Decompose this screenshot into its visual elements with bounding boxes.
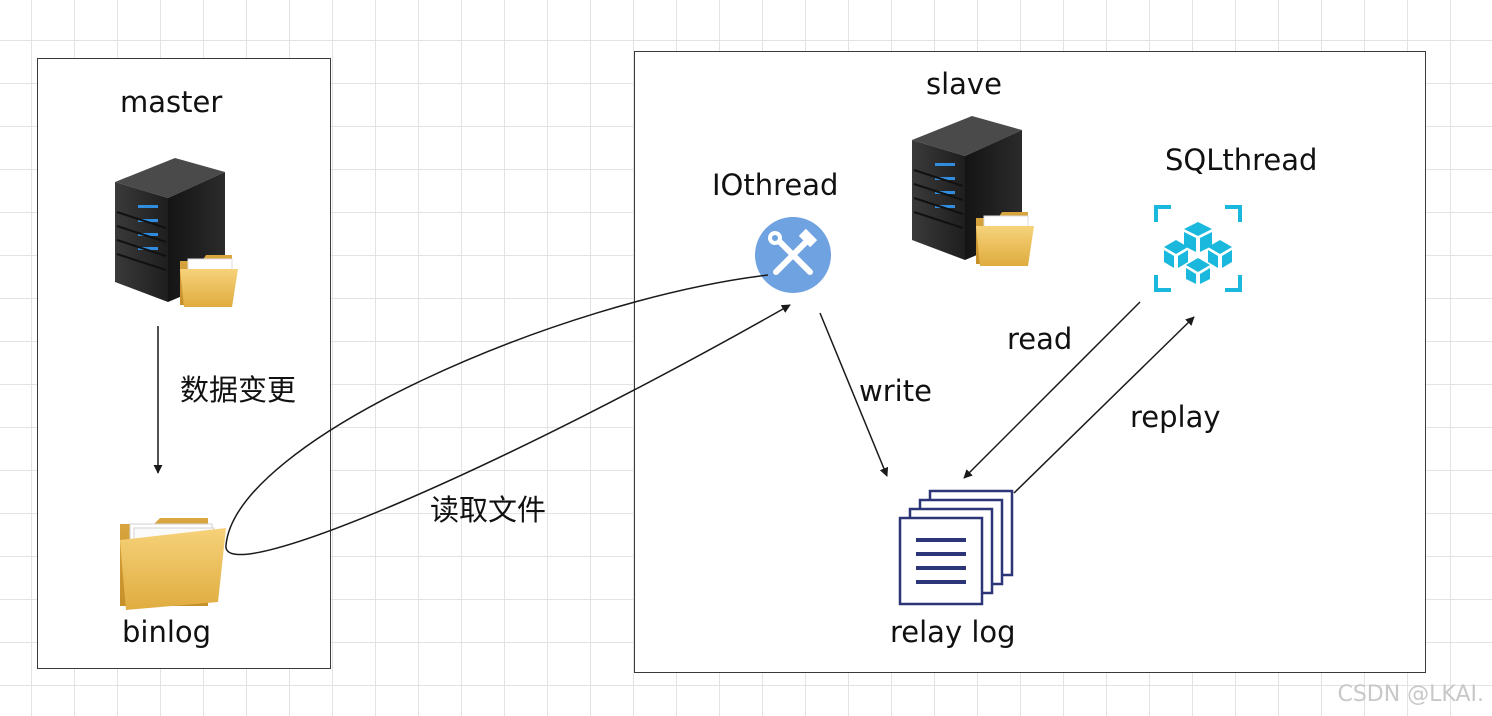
- io-thread-label: IOthread: [712, 168, 839, 202]
- write-arrow: [819, 312, 889, 477]
- read-file-label: 读取文件: [430, 493, 547, 527]
- read-file-arrow: [225, 274, 791, 556]
- master-title: master: [120, 85, 223, 119]
- binlog-label: binlog: [122, 615, 212, 649]
- slave-server-icon: [912, 116, 1034, 266]
- watermark: CSDN @LKAI.: [1337, 682, 1484, 707]
- data-change-label: 数据变更: [180, 373, 297, 407]
- read-label: read: [1007, 322, 1073, 356]
- binlog-folder-icon: [120, 518, 226, 610]
- relay-log-documents-icon: [898, 489, 1014, 606]
- slave-panel: [634, 51, 1426, 673]
- read-arrow: [963, 301, 1141, 479]
- master-server-icon: [115, 158, 238, 307]
- io-thread-tools-icon: [755, 217, 831, 293]
- relay-log-label: relay log: [890, 615, 1016, 649]
- replay-arrow: [1013, 316, 1195, 494]
- slave-title: slave: [926, 67, 1002, 101]
- sql-thread-label: SQLthread: [1165, 143, 1318, 177]
- replay-label: replay: [1130, 400, 1221, 434]
- sql-thread-cubes-icon: [1154, 205, 1242, 292]
- write-label: write: [859, 374, 932, 408]
